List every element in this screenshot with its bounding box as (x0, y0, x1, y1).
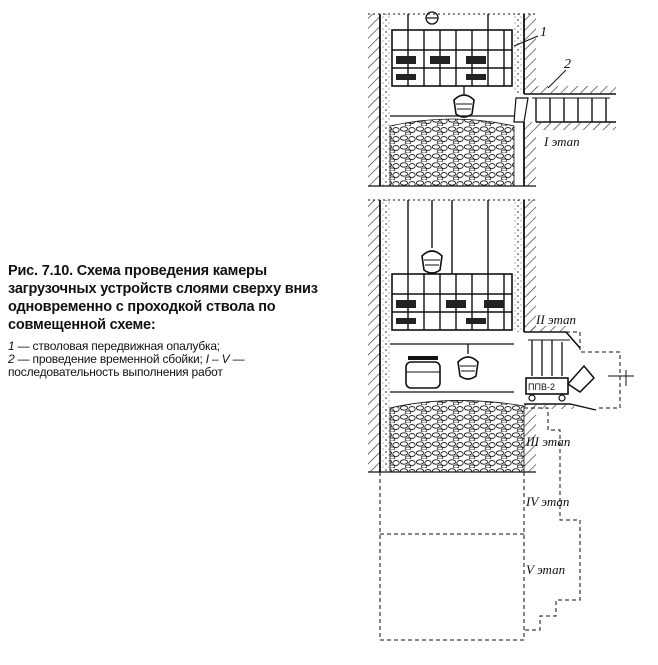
legend-1-number: 1 (8, 339, 15, 353)
formwork-top (391, 29, 513, 87)
lining-right-bottom (514, 200, 524, 332)
label-2: 2 (564, 57, 571, 72)
rock-right-top-low (524, 122, 536, 186)
future-stages-outline (379, 407, 581, 641)
lining-left-top (380, 14, 390, 186)
rock-right-upper (524, 200, 536, 332)
bucket-icon (453, 94, 475, 118)
rubble-top (389, 118, 515, 187)
legend-2-number: 2 (8, 352, 15, 366)
stage-3-label: III этап (525, 434, 570, 449)
caption-title: Рис. 7.10. Схема проведения камеры загру… (8, 263, 318, 333)
section-stages-2-5: ППВ-2 II этап III этап IV этап V этап (368, 199, 634, 641)
rock-right-top (524, 14, 536, 94)
stage-4-label: IV этап (525, 494, 569, 509)
bucket-icon (457, 356, 479, 380)
bucket-icon (421, 250, 443, 274)
lining-right-top (514, 14, 524, 94)
machine-tag: ППВ-2 (528, 382, 555, 392)
loader-machine (525, 377, 569, 395)
rubble-bottom (389, 400, 525, 473)
legend-range-text: — последовательность выполнения работ (8, 352, 245, 379)
temporary-crosscut (513, 86, 616, 130)
rock-left-bottom (368, 200, 380, 472)
figure-caption: Рис. 7.10. Схема проведения камеры загру… (8, 262, 348, 379)
loading-chamber: ППВ-2 (524, 326, 597, 411)
legend-2-text: — проведение временной сбойки; (14, 352, 203, 366)
legend-range: I – V (205, 352, 230, 366)
legend-1-text: — стволовая передвижная опалубка; (14, 339, 221, 353)
lining-left-bottom (380, 200, 390, 472)
stage-1-label: I этап (543, 134, 580, 149)
shaft-chamber-diagram: 1 2 I этап (368, 11, 634, 641)
rock-right-lower (524, 408, 536, 472)
chamber-outline-dashed (566, 331, 621, 409)
caption-legend: 1 — стволовая передвижная опалубка;2 — п… (8, 340, 348, 379)
label-1: 1 (540, 25, 547, 40)
formwork-bottom (391, 273, 513, 331)
stage-5-label: V этап (526, 562, 565, 577)
tank-icon (405, 356, 441, 389)
rock-left-top (368, 14, 380, 186)
stage-2-label: II этап (535, 312, 576, 327)
section-stage-1: 1 2 I этап (368, 11, 616, 187)
